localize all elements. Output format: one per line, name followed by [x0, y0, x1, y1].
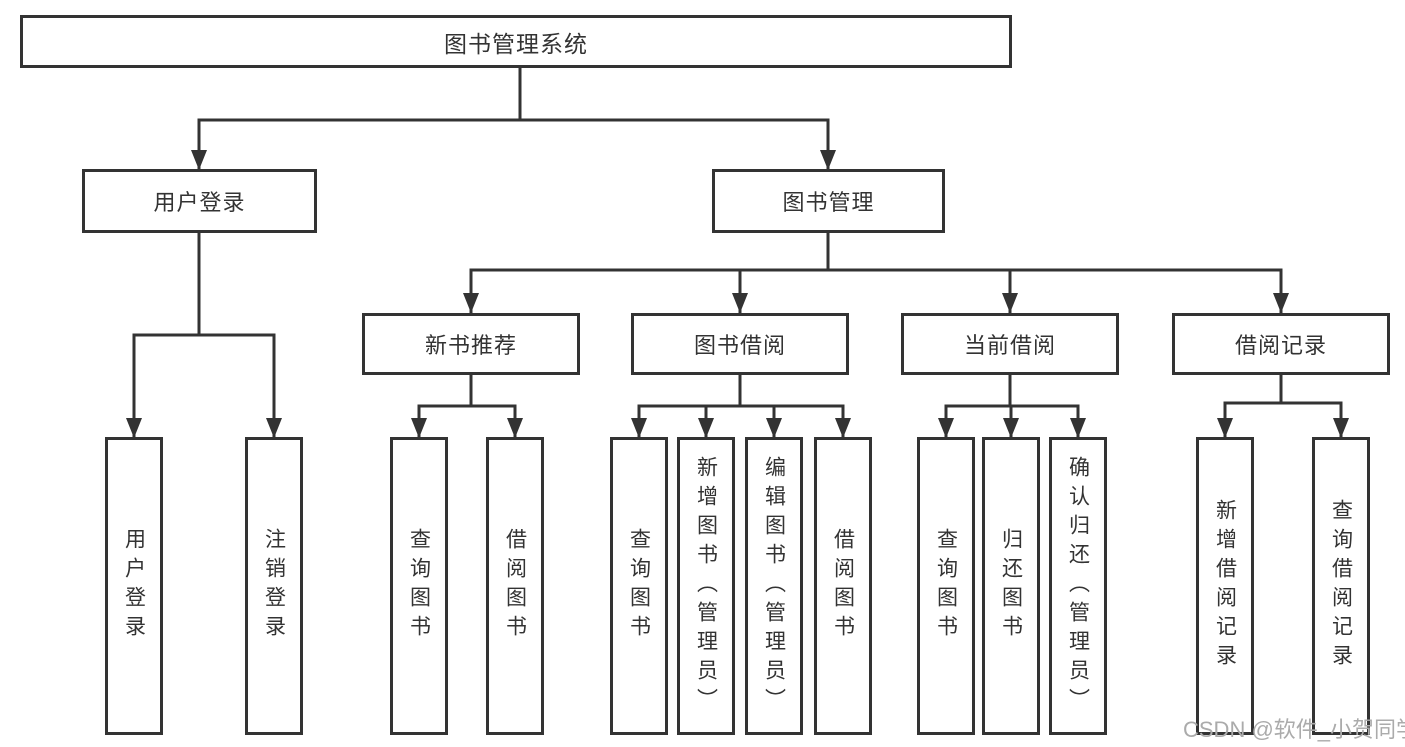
leaf-query-borrow-record: 查询借阅记录 — [1312, 437, 1370, 735]
leaf-add-borrow-record: 新增借阅记录 — [1196, 437, 1254, 735]
node-current-borrowing: 当前借阅 — [901, 313, 1119, 375]
node-new-book-recommend: 新书推荐 — [362, 313, 580, 375]
node-book-management: 图书管理 — [712, 169, 945, 233]
leaf-borrow-books: 借阅图书 — [486, 437, 544, 735]
leaf-user-login: 用户登录 — [105, 437, 163, 735]
csdn-watermark: CSDN @软件_小贺同学 — [1183, 717, 1405, 742]
node-borrow-records: 借阅记录 — [1172, 313, 1390, 375]
leaf-query-books: 查询图书 — [917, 437, 975, 735]
node-user-login: 用户登录 — [82, 169, 317, 233]
leaf-query-books: 查询图书 — [610, 437, 668, 735]
leaf-logout: 注销登录 — [245, 437, 303, 735]
leaf-edit-books-admin: 编辑图书（管理员） — [745, 437, 803, 735]
leaf-query-books: 查询图书 — [390, 437, 448, 735]
leaf-return-books: 归还图书 — [982, 437, 1040, 735]
leaf-add-books-admin: 新增图书（管理员） — [677, 437, 735, 735]
leaf-borrow-books: 借阅图书 — [814, 437, 872, 735]
node-book-borrowing: 图书借阅 — [631, 313, 849, 375]
leaf-confirm-return-admin: 确认归还（管理员） — [1049, 437, 1107, 735]
node-root-system: 图书管理系统 — [20, 15, 1012, 68]
